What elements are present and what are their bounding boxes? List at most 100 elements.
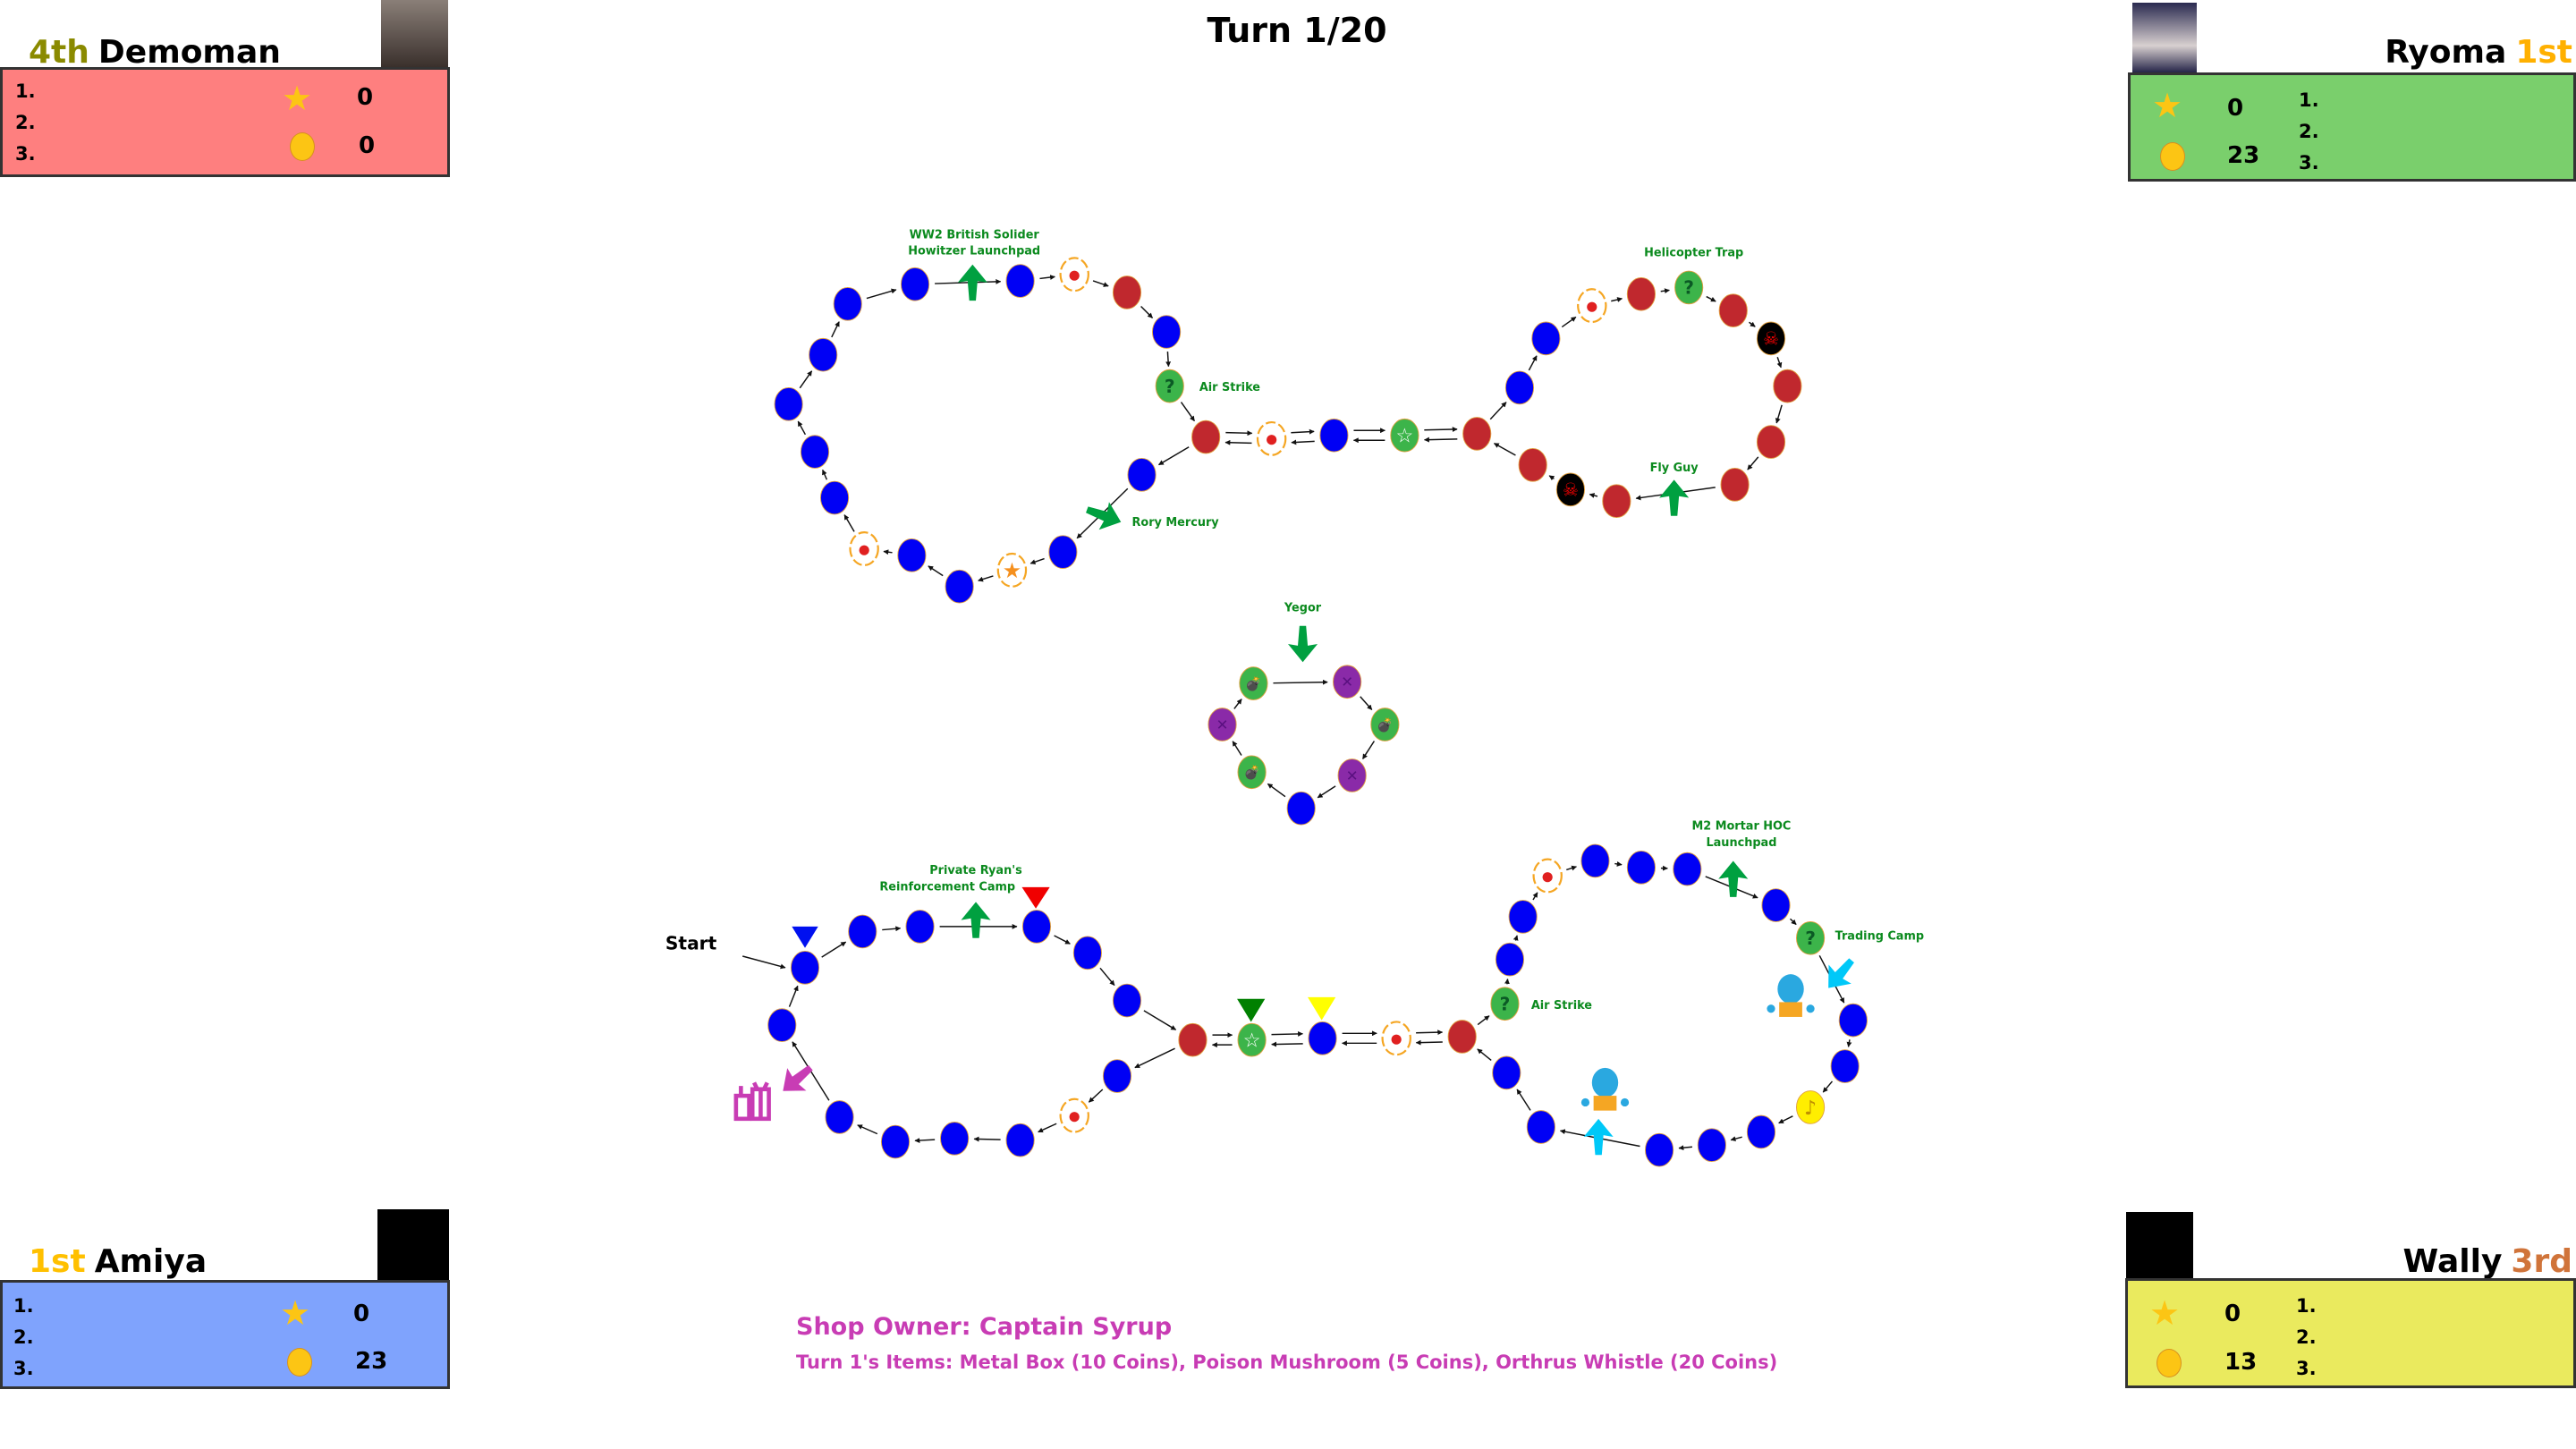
blue-space[interactable] — [1495, 942, 1525, 977]
red-space[interactable] — [1191, 419, 1221, 454]
bomb-icon: 💣 — [1377, 716, 1393, 733]
music-space[interactable]: ♪ — [1796, 1090, 1826, 1124]
blue-space[interactable] — [1508, 900, 1538, 934]
blue-space[interactable] — [1308, 1021, 1337, 1055]
blue-space[interactable] — [940, 1122, 970, 1156]
blue-space[interactable] — [1021, 910, 1052, 944]
happening-space[interactable]: ? — [1796, 920, 1826, 955]
star-count: 0 — [357, 84, 374, 111]
path-arrow — [1477, 1048, 1492, 1062]
item-orb-space[interactable]: ● — [1256, 420, 1287, 456]
red-space[interactable] — [1602, 484, 1631, 519]
blue-space[interactable] — [1112, 983, 1142, 1018]
blue-space[interactable] — [1697, 1128, 1726, 1163]
purple-icon: ✕ — [1216, 716, 1229, 733]
item-orb-space[interactable]: ● — [849, 531, 879, 566]
blue-space[interactable] — [1005, 264, 1035, 298]
red-space[interactable] — [1112, 275, 1142, 309]
blue-space[interactable] — [790, 951, 820, 985]
blue-space[interactable] — [945, 569, 974, 604]
star-icon: ★ — [2149, 1293, 2181, 1333]
happening-space[interactable]: ? — [1155, 369, 1184, 403]
path-arrow — [883, 549, 893, 555]
bomb-space[interactable]: 💣 — [1370, 708, 1400, 741]
blue-space[interactable] — [1102, 1059, 1132, 1093]
cyan-arrow-icon — [1583, 1118, 1614, 1156]
blue-space[interactable] — [825, 1100, 854, 1134]
orange-star-space[interactable]: ★ — [996, 552, 1028, 588]
item-orb-space[interactable]: ● — [1059, 257, 1089, 292]
item-orb-icon: ● — [1266, 432, 1277, 447]
board-spaces: ●? ★ ● ● ☆ ●? ☠ ☠ ✕ 💣 ✕ 💣 ✕ 💣 ● ☆ ●? ●? ♪ — [767, 257, 1868, 1167]
purple-space[interactable]: ✕ — [1333, 665, 1362, 699]
blue-space[interactable] — [1645, 1132, 1674, 1167]
blue-space[interactable] — [1526, 1110, 1555, 1144]
red-space[interactable] — [1447, 1020, 1477, 1054]
blue-space[interactable] — [1005, 1123, 1035, 1157]
blue-space[interactable] — [1626, 850, 1656, 885]
purple-space[interactable]: ✕ — [1337, 758, 1367, 792]
happening-space[interactable]: ? — [1674, 270, 1704, 305]
blue-space[interactable] — [1319, 418, 1349, 453]
blue-space[interactable] — [1152, 315, 1182, 349]
item-orb-space[interactable]: ● — [1532, 858, 1563, 894]
blue-space[interactable] — [767, 1008, 797, 1042]
blue-space[interactable] — [1048, 535, 1078, 569]
star-space[interactable]: ☆ — [1237, 1022, 1267, 1057]
blue-space[interactable] — [848, 914, 877, 949]
red-space[interactable] — [1718, 293, 1748, 327]
blue-space[interactable] — [1673, 852, 1702, 886]
red-space[interactable] — [1773, 369, 1802, 403]
blue-space[interactable] — [1286, 791, 1316, 826]
blue-space[interactable] — [1504, 370, 1535, 405]
label-m2-line1: M2 Mortar HOC — [1692, 820, 1792, 834]
blue-space[interactable] — [774, 387, 803, 421]
red-space[interactable] — [1756, 425, 1786, 459]
item-orb-space[interactable]: ● — [1059, 1097, 1089, 1133]
blue-space[interactable] — [1761, 888, 1791, 922]
star-space[interactable]: ☆ — [1390, 418, 1419, 453]
blue-space[interactable] — [1127, 457, 1157, 492]
blue-space[interactable] — [905, 910, 935, 944]
bomb-space[interactable]: 💣 — [1237, 755, 1267, 790]
skull-space[interactable]: ☠ — [1756, 321, 1786, 356]
happening-icon: ? — [1805, 928, 1816, 949]
blue-space[interactable] — [1072, 936, 1102, 970]
path-arrow — [1775, 404, 1783, 424]
red-space[interactable] — [1462, 417, 1492, 451]
magenta-arrow-icon — [783, 1064, 813, 1091]
label-yegor: Yegor — [1284, 601, 1322, 614]
path-arrow — [1140, 306, 1154, 318]
purple-space[interactable]: ✕ — [1208, 708, 1237, 741]
path-arrow — [1030, 557, 1045, 564]
cyan-arrow-icon — [1828, 958, 1854, 988]
item-orb-icon: ● — [1069, 267, 1080, 283]
blue-space[interactable] — [833, 286, 862, 321]
blue-space[interactable] — [900, 267, 930, 301]
path-arrow — [1039, 275, 1055, 280]
path-arrow — [1706, 295, 1716, 302]
blue-space[interactable] — [809, 337, 838, 372]
red-space[interactable] — [1720, 468, 1750, 502]
skull-space[interactable]: ☠ — [1555, 472, 1585, 507]
red-space[interactable] — [1178, 1022, 1208, 1057]
bomb-space[interactable]: 💣 — [1239, 666, 1268, 700]
red-space[interactable] — [1626, 276, 1656, 311]
item-orb-space[interactable]: ● — [1381, 1021, 1411, 1056]
blue-space[interactable] — [1580, 843, 1610, 878]
blue-space[interactable] — [1838, 1003, 1868, 1038]
blue-space[interactable] — [1492, 1055, 1521, 1090]
start-arrow — [742, 955, 786, 970]
item-orb-space[interactable]: ● — [1577, 288, 1607, 324]
blue-space[interactable] — [1531, 321, 1561, 356]
red-space[interactable] — [1518, 447, 1547, 482]
blue-space[interactable] — [897, 538, 927, 572]
blue-space[interactable] — [880, 1124, 911, 1159]
item-slot-3: 3. — [2299, 152, 2319, 174]
blue-space[interactable] — [800, 435, 830, 469]
blue-space[interactable] — [819, 480, 850, 515]
blue-space[interactable] — [1830, 1049, 1860, 1083]
happening-space[interactable]: ? — [1490, 987, 1520, 1021]
path-arrow — [1561, 316, 1577, 328]
blue-space[interactable] — [1746, 1114, 1776, 1149]
